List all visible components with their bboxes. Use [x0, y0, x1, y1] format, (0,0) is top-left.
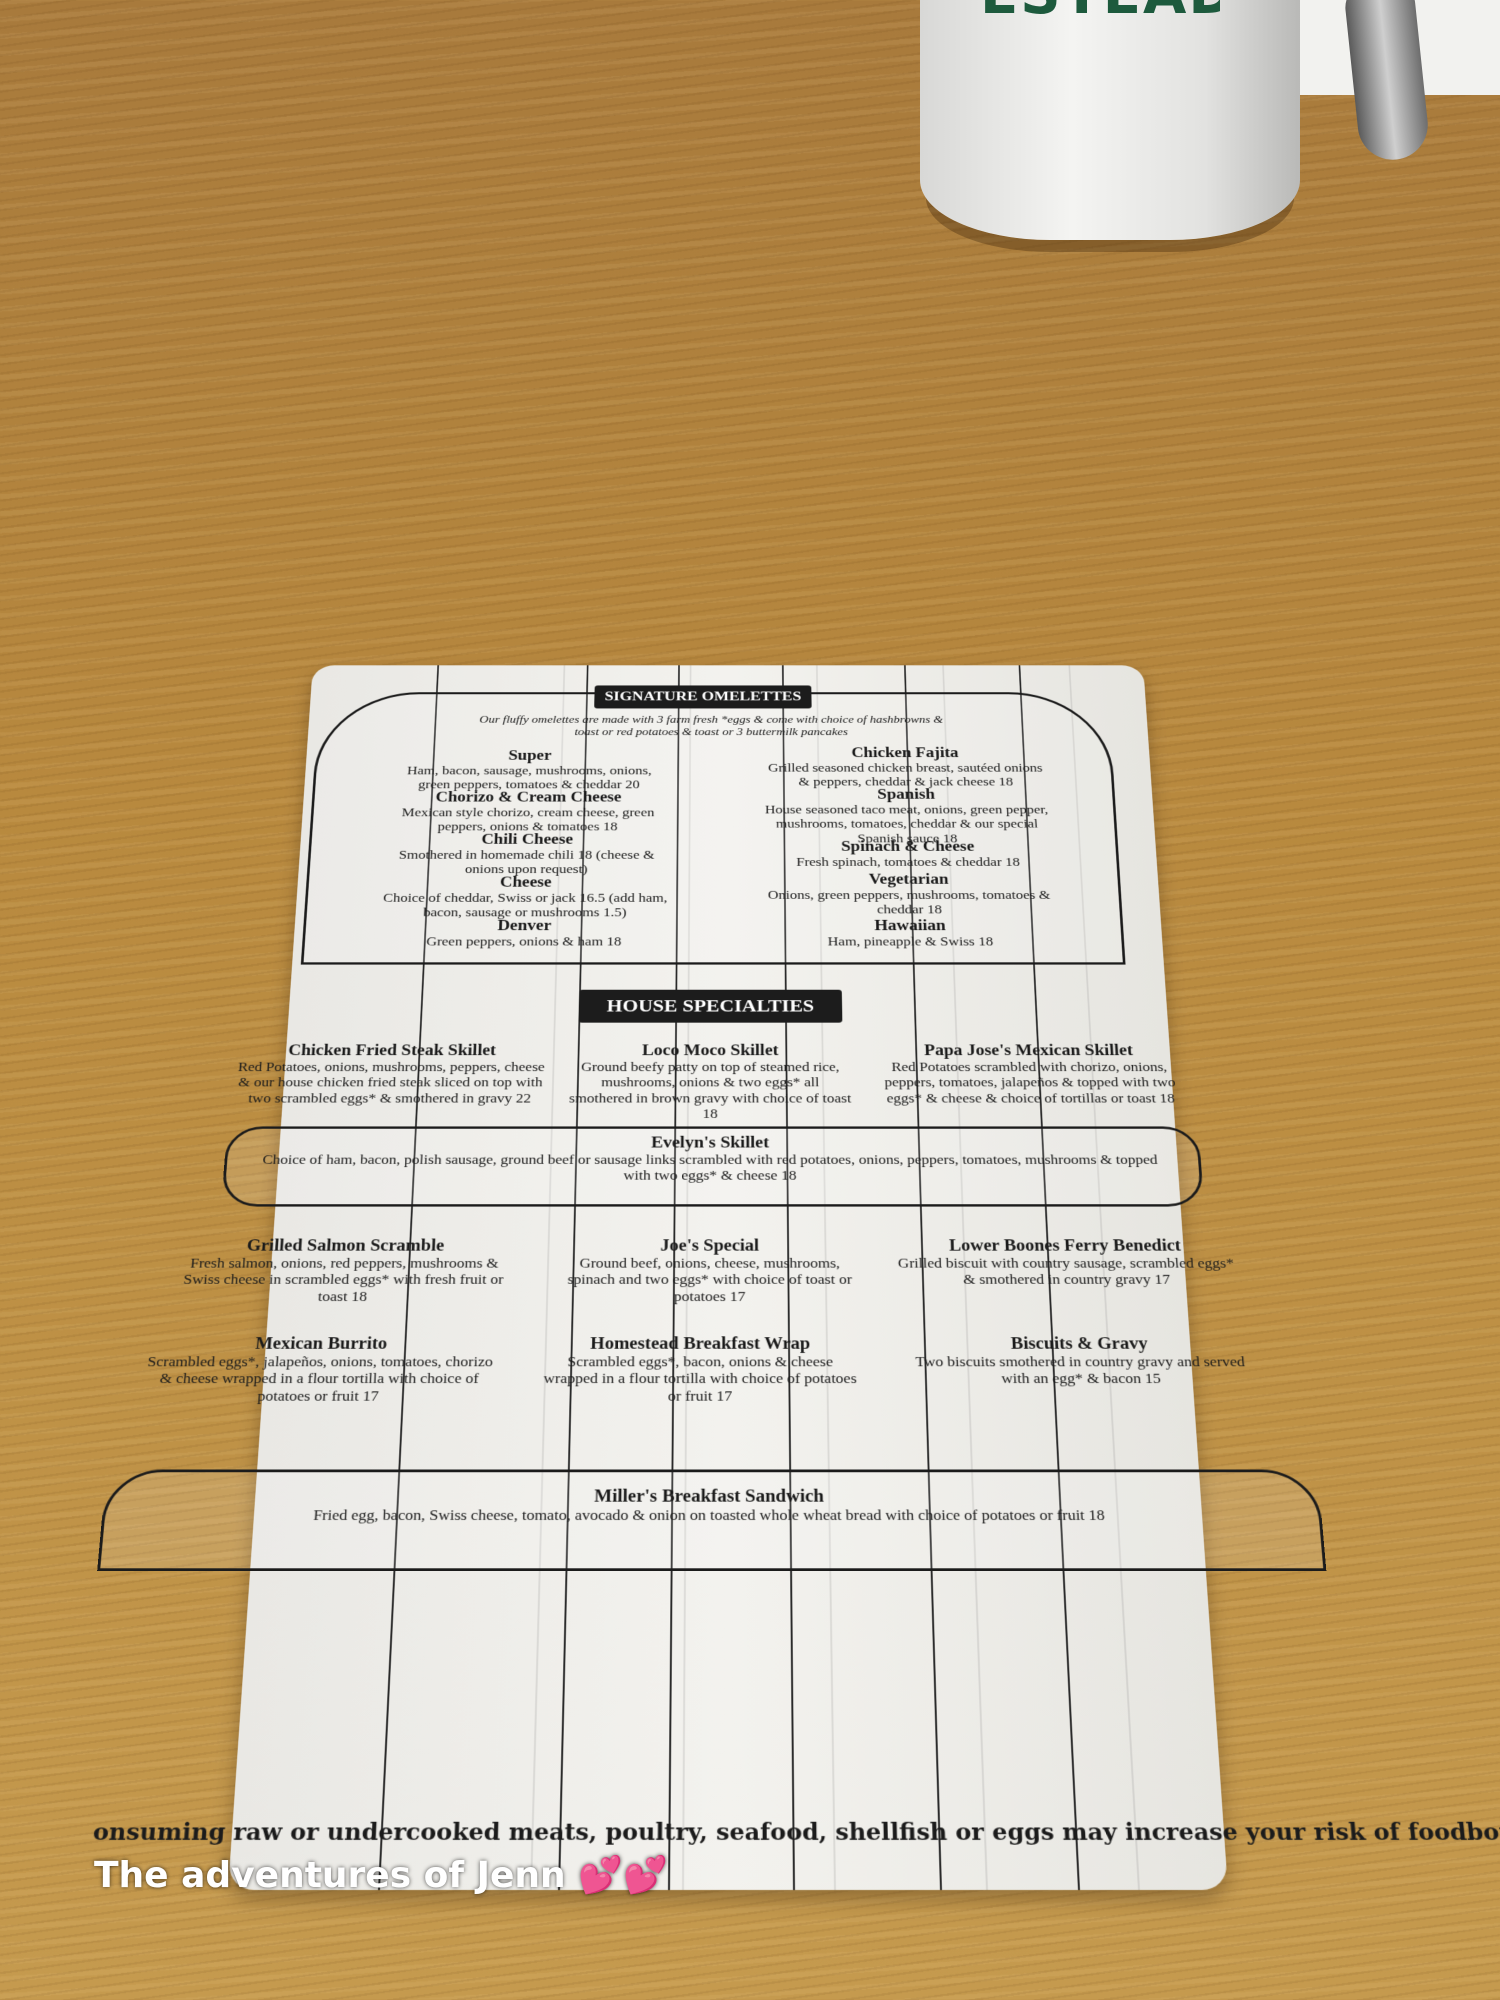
specialties-banner: HOUSE SPECIALTIES [578, 990, 842, 1023]
menu-item: Mexican Burrito Scrambled eggs*, jalapeñ… [140, 1335, 497, 1405]
item-desc: Ground beef, onions, cheese, mushrooms, … [553, 1255, 865, 1305]
item-name: Chili Cheese [386, 832, 669, 848]
item-name: Joe's Special [555, 1237, 865, 1256]
menu-item: Denver Green peppers, onions & ham 18 [380, 918, 667, 950]
menu-item: Chorizo & Cream Cheese Mexican style cho… [386, 790, 668, 835]
caption-text: The adventures of Jenn [94, 1855, 566, 1896]
item-name: Homestead Breakfast Wrap [543, 1335, 858, 1354]
coffee-mug: ESTEAD [920, 0, 1300, 240]
item-name: Spinach & Cheese [762, 839, 1053, 855]
menu-item: Miller's Breakfast Sandwich Fried egg, b… [120, 1487, 1297, 1525]
item-desc: Two biscuits smothered in country gravy … [913, 1354, 1249, 1388]
item-name: Cheese [375, 874, 677, 891]
menu-item: Cheese Choice of cheddar, Swiss or jack … [373, 874, 676, 920]
menu-item: Lower Boones Ferry Benedict Grilled bisc… [892, 1237, 1242, 1289]
menu-item: Papa Jose's Mexican Skillet Red Potatoes… [869, 1042, 1191, 1106]
menu-item: Chicken Fajita Grilled seasoned chicken … [762, 745, 1050, 789]
item-name: Super [390, 748, 669, 764]
item-name: Biscuits & Gravy [913, 1335, 1247, 1354]
item-desc: Grilled seasoned chicken breast, sautéed… [762, 761, 1050, 789]
item-name: Chicken Fajita [762, 745, 1049, 761]
item-desc: Fresh spinach, tomatoes & cheddar 18 [762, 855, 1054, 870]
item-desc: Red Potatoes scrambled with chorizo, oni… [870, 1060, 1192, 1107]
item-desc: Ground beefy patty on top of steamed ric… [567, 1060, 853, 1123]
omelettes-intro: Our fluffy omelettes are made with 3 far… [467, 714, 954, 739]
item-name: Lower Boones Ferry Benedict [892, 1237, 1239, 1256]
menu-item: Homestead Breakfast Wrap Scrambled eggs*… [541, 1335, 858, 1405]
hearts-icon: 💕💕 [578, 1855, 668, 1896]
item-desc: Choice of cheddar, Swiss or jack 16.5 (a… [373, 891, 676, 921]
item-name: Hawaiian [763, 918, 1058, 935]
item-desc: Ham, pineapple & Swiss 18 [763, 934, 1059, 949]
item-desc: Choice of ham, bacon, polish sausage, gr… [259, 1152, 1161, 1184]
item-name: Loco Moco Skillet [569, 1042, 852, 1059]
menu-item: Spanish House seasoned taco meat, onions… [762, 787, 1053, 846]
item-desc: Ham, bacon, sausage, mushrooms, onions, … [389, 764, 669, 792]
item-name: Evelyn's Skillet [261, 1134, 1159, 1152]
menu-item: Joe's Special Ground beef, onions, chees… [553, 1237, 865, 1305]
item-name: Miller's Breakfast Sandwich [122, 1487, 1296, 1507]
item-name: Denver [381, 918, 667, 935]
item-desc: Scrambled eggs*, jalapeños, onions, toma… [140, 1354, 496, 1405]
omelettes-banner: SIGNATURE OMELETTES [594, 685, 811, 708]
menu-item: Chicken Fried Steak Skillet Red Potatoes… [229, 1042, 552, 1106]
item-name: Spanish [762, 787, 1051, 803]
item-name: Papa Jose's Mexican Skillet [869, 1042, 1188, 1059]
item-name: Chicken Fried Steak Skillet [232, 1042, 551, 1059]
photo-caption: The adventures of Jenn 💕💕 [94, 1854, 668, 1896]
item-name: Grilled Salmon Scramble [172, 1237, 519, 1256]
menu-item: Hawaiian Ham, pineapple & Swiss 18 [763, 918, 1059, 950]
menu-item: Biscuits & Gravy Two biscuits smothered … [913, 1335, 1249, 1388]
menu-item: Evelyn's Skillet Choice of ham, bacon, p… [259, 1134, 1161, 1184]
item-name: Chorizo & Cream Cheese [388, 790, 669, 806]
item-desc: Fried egg, bacon, Swiss cheese, tomato, … [120, 1507, 1297, 1525]
item-desc: Red Potatoes, onions, mushrooms, peppers… [229, 1060, 551, 1107]
menu-item: Chili Cheese Smothered in homemade chili… [384, 832, 668, 877]
menu-sheet: SIGNATURE OMELETTES Our fluffy omelettes… [228, 665, 1228, 1890]
foodborne-disclaimer: onsuming raw or undercooked meats, poult… [92, 1818, 1275, 1846]
item-desc: Mexican style chorizo, cream cheese, gre… [386, 806, 668, 835]
item-desc: Onions, green peppers, mushrooms, tomato… [762, 888, 1056, 917]
menu-item: Loco Moco Skillet Ground beefy patty on … [567, 1042, 853, 1122]
item-desc: Scrambled eggs*, bacon, onions & cheese … [541, 1354, 858, 1405]
mug-logo: ESTEAD [980, 0, 1220, 20]
menu-item: Grilled Salmon Scramble Fresh salmon, on… [167, 1237, 518, 1305]
item-desc: Smothered in homemade chili 18 (cheese &… [384, 848, 668, 877]
item-desc: Green peppers, onions & ham 18 [380, 934, 667, 949]
item-desc: Fresh salmon, onions, red peppers, mushr… [167, 1255, 518, 1305]
item-name: Mexican Burrito [145, 1335, 497, 1354]
menu-item: Spinach & Cheese Fresh spinach, tomatoes… [762, 839, 1054, 870]
menu-item: Super Ham, bacon, sausage, mushrooms, on… [389, 748, 669, 792]
item-desc: Grilled biscuit with country sausage, sc… [892, 1255, 1241, 1288]
menu-item: Vegetarian Onions, green peppers, mushro… [762, 872, 1056, 918]
item-name: Vegetarian [762, 872, 1055, 889]
